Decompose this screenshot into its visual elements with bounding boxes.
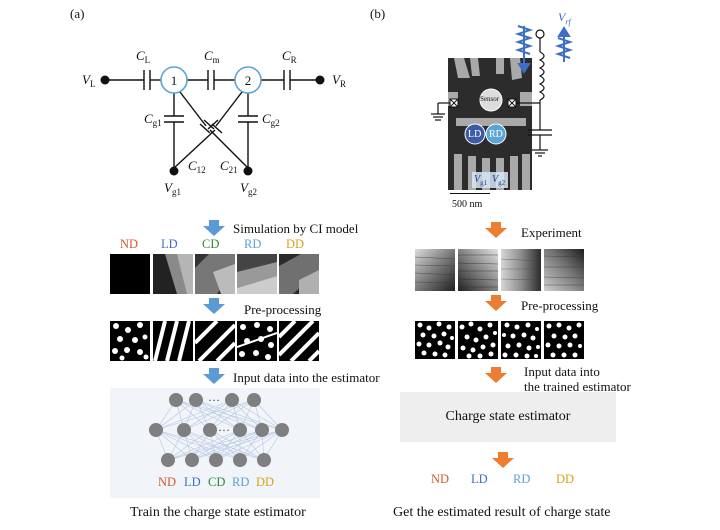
pre-exp-image-1	[415, 321, 455, 359]
exp-image-2	[458, 249, 498, 291]
down-arrow-icon	[203, 368, 225, 384]
pre-image-ld	[153, 321, 193, 361]
nn-ellipsis-top: ···	[208, 393, 220, 407]
class-label-nd: ND	[120, 237, 139, 251]
result-label-nd: ND	[431, 472, 450, 486]
result-label-ld: LD	[471, 472, 488, 486]
step-input-trained-2: the trained estimator	[524, 379, 631, 394]
panel-b-tag: (b)	[370, 6, 386, 21]
result-label-dd: DD	[556, 472, 575, 486]
estimator-label: Charge state estimator	[445, 409, 571, 424]
svg-text:VL: VL	[82, 72, 95, 89]
svg-text:1: 1	[171, 73, 178, 88]
down-arrow-icon	[203, 220, 225, 236]
rd-label: RD	[489, 129, 503, 140]
nn-ellipsis-mid: ···	[218, 423, 230, 437]
scale-label: 500 nm	[452, 199, 483, 210]
exp-image-4	[544, 249, 584, 291]
exp-image-3	[501, 249, 541, 291]
step-preprocessing-b: Pre-processing	[521, 298, 599, 313]
svg-text:2: 2	[245, 73, 252, 88]
dot-1	[160, 66, 188, 94]
svg-text:Cm: Cm	[204, 48, 220, 65]
step-preprocessing-a: Pre-processing	[244, 302, 322, 317]
result-label-rd: RD	[513, 472, 531, 486]
down-arrow-icon	[203, 298, 225, 314]
svg-text:VR: VR	[332, 72, 346, 89]
step-input-trained-1: Input data into	[524, 364, 600, 379]
panel-a-tag: (a)	[70, 6, 85, 21]
scale-bar	[450, 193, 490, 194]
sim-image-cd	[195, 254, 235, 294]
sim-image-nd	[110, 254, 150, 294]
pre-exp-image-4	[544, 321, 584, 359]
pre-image-rd	[237, 321, 277, 361]
pre-image-dd	[279, 321, 319, 361]
step-simulation: Simulation by CI model	[233, 221, 359, 236]
class-label-rd: RD	[244, 237, 262, 251]
vg2-label: Vg2	[492, 174, 506, 187]
down-arrow-icon	[485, 295, 507, 311]
svg-text:Cg2: Cg2	[262, 111, 280, 128]
nn-label-rd: RD	[232, 475, 249, 489]
class-label-cd: CD	[202, 237, 220, 251]
svg-text:C21: C21	[220, 158, 238, 175]
sim-image-ld	[153, 254, 193, 294]
pre-image-nd	[110, 321, 150, 361]
nn-label-ld: LD	[184, 475, 201, 489]
nn-label-cd: CD	[208, 475, 225, 489]
class-label-dd: DD	[286, 237, 305, 251]
svg-text:Vg2: Vg2	[240, 180, 257, 197]
caption-a: Train the charge state estimator	[130, 505, 306, 520]
svg-text:CL: CL	[136, 48, 150, 65]
step-experiment: Experiment	[521, 225, 582, 240]
nn-label-nd: ND	[158, 475, 176, 489]
neural-network: ··· ··· ND LD CD RD DD	[110, 388, 320, 498]
sim-image-dd	[279, 254, 319, 294]
down-arrow-icon	[485, 367, 507, 383]
down-arrow-icon	[485, 222, 507, 238]
charge-state-estimator-box: Charge state estimator	[400, 392, 616, 442]
exp-image-1	[415, 249, 455, 291]
svg-text:C12: C12	[188, 158, 206, 175]
sem-image	[448, 58, 532, 190]
rf-circuit	[431, 25, 574, 157]
dot-2	[234, 66, 262, 94]
pre-exp-image-2	[458, 321, 498, 359]
svg-text:Vg1: Vg1	[164, 180, 181, 197]
step-input-estimator: Input data into the estimator	[233, 370, 380, 385]
down-arrow-icon	[492, 452, 514, 468]
svg-text:Cg1: Cg1	[144, 111, 162, 128]
svg-text:CR: CR	[282, 48, 297, 65]
sensor-label: Sensor	[480, 95, 500, 103]
vrf-label: Vrf	[558, 10, 571, 27]
sim-image-rd	[237, 254, 277, 294]
circuit-diagram: 1 2 VL VR CL Cm CR Cg1 Cg2 C12 C21 Vg1 V…	[82, 48, 346, 197]
class-label-ld: LD	[161, 237, 178, 251]
pre-exp-image-3	[501, 321, 541, 359]
ld-label: LD	[468, 129, 482, 140]
nn-label-dd: DD	[256, 475, 274, 489]
caption-b: Get the estimated result of charge state	[393, 505, 611, 520]
pre-image-cd	[195, 321, 235, 361]
vg1-label: Vg1	[474, 174, 488, 187]
